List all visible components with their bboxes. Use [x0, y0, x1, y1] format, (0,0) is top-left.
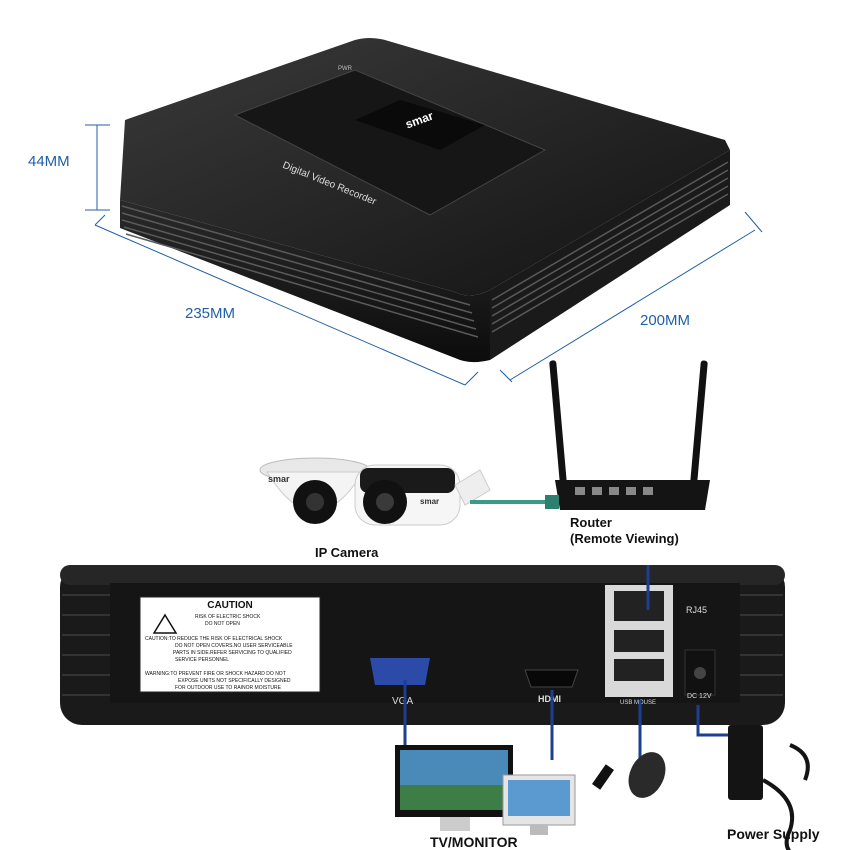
- caution-line3: PARTS IN SIDE.REFER SERVICING TO QUALIFI…: [173, 650, 292, 656]
- hdmi-port-label: HDMI: [538, 694, 561, 704]
- power-supply-label: Power Supply: [727, 826, 820, 842]
- caution-sub1: RISK OF ELECTRIC SHOCK: [195, 614, 261, 620]
- depth-dimension: 200MM: [640, 312, 691, 329]
- caution-title: CAUTION: [207, 600, 253, 611]
- router-device: [549, 360, 710, 510]
- warning-line1: WARNING:TO PREVENT FIRE OR SHOCK HAZARD …: [145, 671, 286, 677]
- caution-line4: SERVICE PERSONNEL: [175, 657, 230, 663]
- caution-line1: CAUTION:TO REDUCE THE RISK OF ELECTRICAL…: [145, 636, 283, 642]
- dvr-top-view: [85, 38, 763, 386]
- dome-camera-brand: smar: [268, 474, 290, 484]
- width-dimension: 235MM: [185, 305, 236, 322]
- rj45-port-label: RJ45: [686, 605, 708, 615]
- height-dimension: 44MM: [28, 153, 70, 170]
- peripherals-group: [395, 565, 810, 850]
- ip-camera-label: IP Camera: [315, 545, 379, 560]
- ip-cameras-group: [259, 457, 559, 526]
- dvr-rear-panel: [60, 565, 785, 725]
- monitor-label: TV/MONITOR: [430, 834, 518, 850]
- usb-port-label: USB 2.0: [622, 693, 645, 699]
- router-label: Router: [570, 515, 612, 530]
- usb-mouse-label: USB MOUSE: [620, 700, 657, 706]
- caution-line2: DO NOT OPEN COVERS.NO USER SERVICEABLE: [175, 643, 293, 649]
- bullet-camera-brand: smar: [420, 497, 440, 506]
- warning-line2: EXPOSE UNITS NOT SPECIFICALLY DESIGNED: [178, 678, 291, 684]
- router-label-sub: (Remote Viewing): [570, 531, 679, 546]
- dc-port-label: DC 12V: [687, 693, 712, 700]
- power-led-label: PWR: [338, 66, 352, 72]
- warning-line3: FOR OUTDOOR USE TO RAINOR MOISTURE: [175, 685, 281, 691]
- caution-sub2: DO NOT OPEN: [205, 621, 240, 627]
- vga-port-label: VGA: [392, 696, 414, 707]
